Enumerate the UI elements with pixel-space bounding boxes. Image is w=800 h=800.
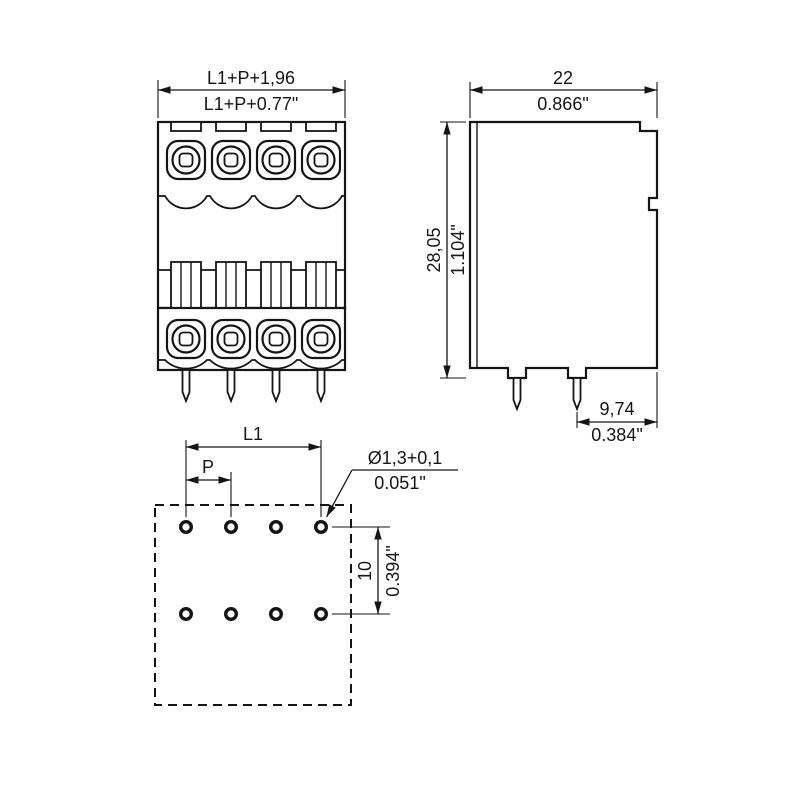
callout-leader-line [325, 469, 353, 518]
plug-scallop-edge [158, 195, 345, 210]
dim-pin-edge-inch: 0.384" [591, 425, 642, 445]
solder-pin-3 [271, 369, 281, 402]
dim-side-height-mm: 28,05 [424, 227, 444, 272]
footprint-p-dimension: P [186, 457, 232, 517]
drill-hole-6 [223, 607, 238, 622]
contact-slot-4 [305, 261, 337, 309]
terminal-lower-3 [255, 318, 297, 360]
lower-scallop-edge [158, 359, 345, 370]
drill-hole-1 [178, 520, 193, 535]
terminal-upper-1 [165, 139, 207, 181]
drill-hole-4 [314, 520, 329, 535]
terminal-lower-2 [210, 318, 252, 360]
side-view-width-dimension: 22 0.866" [469, 68, 658, 118]
side-view-pin-dimension: 9,74 0.384" [576, 372, 658, 445]
contact-slot-2 [215, 261, 247, 309]
dim-side-width-inch: 0.866" [537, 94, 588, 114]
dim-side-width-mm: 22 [553, 68, 573, 88]
terminal-upper-4 [300, 139, 342, 181]
front-view-dimensions: L1+P+1,96 L1+P+0.77" [157, 68, 346, 118]
dim-hole-dia-mm: Ø1,3+0,1 [368, 448, 443, 468]
contact-slot-1 [170, 261, 202, 309]
drill-hole-5 [178, 607, 193, 622]
footprint-pitch-dimension: 10 0.394" [332, 526, 403, 615]
solder-pin-1 [181, 369, 191, 402]
contact-slot-3 [260, 261, 292, 309]
dim-front-width-inch: L1+P+0.77" [204, 94, 298, 114]
terminal-lower-4 [300, 318, 342, 360]
drill-hole-3 [269, 520, 284, 535]
dim-l1-label: L1 [243, 424, 263, 444]
side-body [468, 120, 659, 380]
dim-pitch-inch: 0.394" [383, 545, 403, 596]
side-pin-1 [512, 377, 522, 410]
front-view: L1+P+1,96 L1+P+0.77" [156, 68, 347, 402]
dim-pitch-mm: 10 [355, 561, 375, 581]
drill-hole-7 [269, 607, 284, 622]
footprint-hole-callout: Ø1,3+0,1 0.051" [325, 448, 458, 518]
terminal-upper-2 [210, 139, 252, 181]
side-view: 22 0.866" 28,05 1.104" 9,74 0.384" [424, 68, 659, 445]
latch-1 [170, 121, 202, 132]
footprint-view: L1 P Ø1,3+0,1 0.051" [154, 424, 458, 706]
side-view-height-dimension: 28,05 1.104" [424, 121, 468, 379]
drill-hole-2 [223, 520, 238, 535]
side-pin-2 [572, 377, 582, 410]
terminal-upper-3 [255, 139, 297, 181]
solder-pin-4 [316, 369, 326, 402]
dim-p-label: P [202, 457, 214, 477]
dim-pin-edge-mm: 9,74 [599, 399, 634, 419]
dim-hole-dia-inch: 0.051" [374, 473, 425, 493]
drill-hole-8 [314, 607, 329, 622]
latch-4 [305, 121, 337, 132]
pcb-outline-dashed [154, 504, 352, 706]
terminal-lower-1 [165, 318, 207, 360]
dim-front-width-mm: L1+P+1,96 [207, 68, 295, 88]
latch-3 [260, 121, 292, 132]
dim-side-height-inch: 1.104" [448, 224, 468, 275]
solder-pin-2 [226, 369, 236, 402]
latch-2 [215, 121, 247, 132]
